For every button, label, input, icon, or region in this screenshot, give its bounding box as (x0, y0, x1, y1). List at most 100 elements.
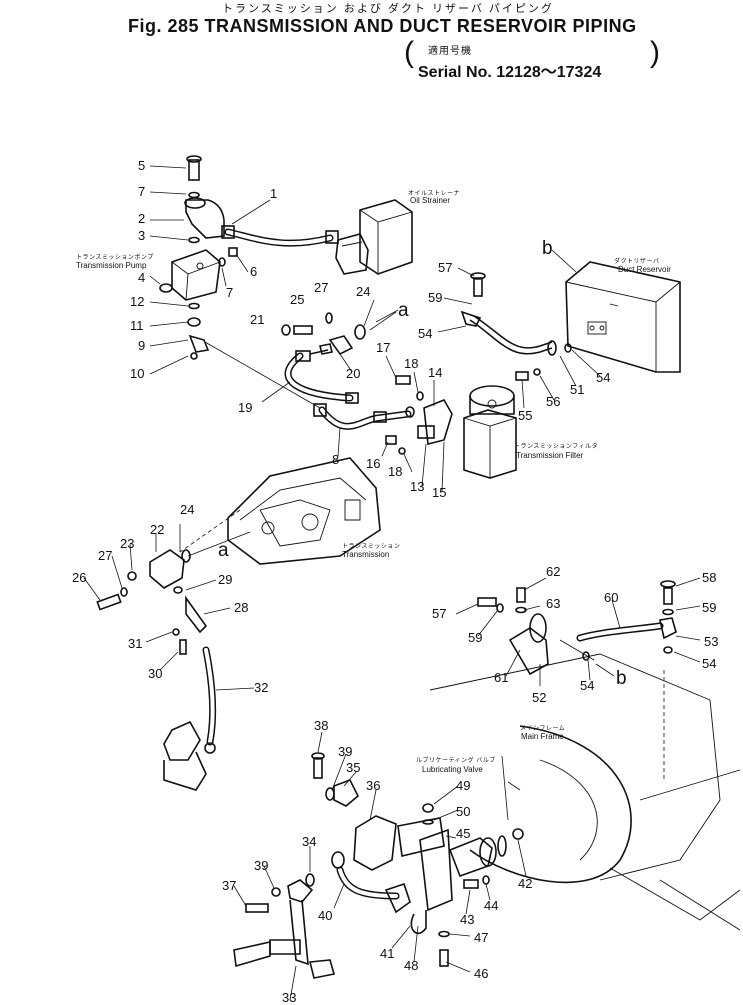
callout-14: 14 (428, 365, 442, 380)
callout-37: 37 (222, 878, 236, 893)
elbow-35 (325, 778, 359, 807)
callout-54b: 54 (418, 326, 432, 341)
washer-27 (325, 312, 333, 324)
callout-7b: 7 (226, 285, 233, 300)
left-parenthesis: ( (404, 36, 414, 69)
callout-35: 35 (346, 760, 360, 775)
washer-50 (422, 819, 434, 825)
lubricating-valve-label: Lubricating Valve (422, 765, 483, 774)
hose-19 (284, 349, 359, 404)
callout-8: 8 (332, 452, 339, 467)
pipe-51 (460, 272, 572, 356)
callout-40: 40 (318, 908, 332, 923)
callout-3: 3 (138, 228, 145, 243)
bolt-55 (515, 371, 529, 381)
bolt-57b (477, 597, 497, 607)
callout-43: 43 (460, 912, 474, 927)
bolt-43 (463, 879, 479, 889)
callout-27b: 27 (98, 548, 112, 563)
callout-39a: 39 (338, 744, 352, 759)
pipe-40 (331, 851, 411, 914)
main-frame-label-jp: メインフレーム (520, 726, 566, 732)
elbow-28 (185, 595, 208, 634)
callout-53: 53 (704, 634, 718, 649)
transmission-label: Transmission (342, 550, 390, 559)
callout-44: 44 (484, 898, 498, 913)
washer-59b (496, 603, 504, 613)
callout-61: 61 (494, 670, 508, 685)
callout-4: 4 (138, 270, 145, 285)
callout-7a: 7 (138, 184, 145, 199)
callout-21: 21 (250, 312, 264, 327)
oil-strainer (335, 199, 413, 275)
pump-lower-fittings (187, 317, 210, 360)
callout-39b: 39 (254, 858, 268, 873)
callout-13: 13 (410, 479, 424, 494)
callout-26: 26 (72, 570, 86, 585)
callout-47: 47 (474, 930, 488, 945)
callout-52: 52 (532, 690, 546, 705)
callout-60: 60 (604, 590, 618, 605)
ref-letter-a-mid: a (218, 540, 229, 561)
leader-lines (83, 165, 701, 1001)
callout-12: 12 (130, 294, 144, 309)
washer-47 (438, 930, 450, 938)
callout-1: 1 (270, 186, 277, 201)
washer-18 (416, 391, 424, 401)
transmission-label-jp: トランスミッション (342, 544, 401, 550)
callout-59b: 59 (468, 630, 482, 645)
ref-letter-b-bottom: b (616, 668, 627, 689)
bolt-38 (313, 757, 323, 779)
callout-54d: 54 (702, 656, 716, 671)
callout-30: 30 (148, 666, 162, 681)
washer-56 (533, 368, 541, 376)
figure-title: Fig. 285 TRANSMISSION AND DUCT RESERVOIR… (128, 16, 637, 36)
transmission-filter-label: Transmission Filter (516, 451, 584, 460)
pipe-52 (508, 587, 549, 676)
callout-6: 6 (250, 264, 257, 279)
bolt-26 (96, 593, 122, 611)
callout-11: 11 (130, 318, 144, 333)
callout-23: 23 (120, 536, 134, 551)
callout-32: 32 (254, 680, 268, 695)
callout-54c: 54 (580, 678, 594, 693)
bolt-16 (385, 435, 397, 445)
bolt-46 (439, 949, 449, 967)
junction-block-20 (319, 335, 354, 356)
tee-fitting-22 (149, 549, 191, 589)
callout-63: 63 (546, 596, 560, 611)
hose-1 (221, 225, 339, 247)
callout-38: 38 (314, 718, 328, 733)
main-frame-label: Main Frame (521, 732, 564, 741)
callout-25: 25 (290, 292, 304, 307)
callout-24a: 24 (356, 284, 370, 299)
callout-62: 62 (546, 564, 560, 579)
washer-31 (172, 628, 180, 636)
ref-a-line-top (369, 311, 397, 331)
callout-51: 51 (570, 382, 584, 397)
washer-44 (482, 875, 490, 885)
title-japanese: トランスミッション および ダクト リザーバ パイピング (222, 3, 554, 15)
callout-45: 45 (456, 826, 470, 841)
oring-34 (305, 873, 315, 887)
transmission-pump-label: Transmission Pump (76, 261, 147, 270)
hose-60 (576, 580, 677, 654)
oil-strainer-label: Oil Strainer (410, 196, 451, 205)
callout-9: 9 (138, 338, 145, 353)
callout-55: 55 (518, 408, 532, 423)
washer-49 (422, 803, 434, 813)
callout-59a: 59 (428, 290, 442, 305)
right-parenthesis: ) (650, 36, 660, 69)
bolt-30 (179, 639, 187, 655)
transmission-pump (159, 247, 238, 310)
filter-connector (405, 398, 453, 445)
duct-reservoir (565, 261, 681, 373)
transmission-filter (463, 385, 517, 479)
bolt-25 (293, 325, 313, 335)
nut-23 (127, 571, 137, 581)
callout-16: 16 (366, 456, 380, 471)
callout-19: 19 (238, 400, 252, 415)
washer-21 (281, 324, 291, 336)
duct-reservoir-label-jp: ダクトリザーバ (614, 259, 660, 265)
